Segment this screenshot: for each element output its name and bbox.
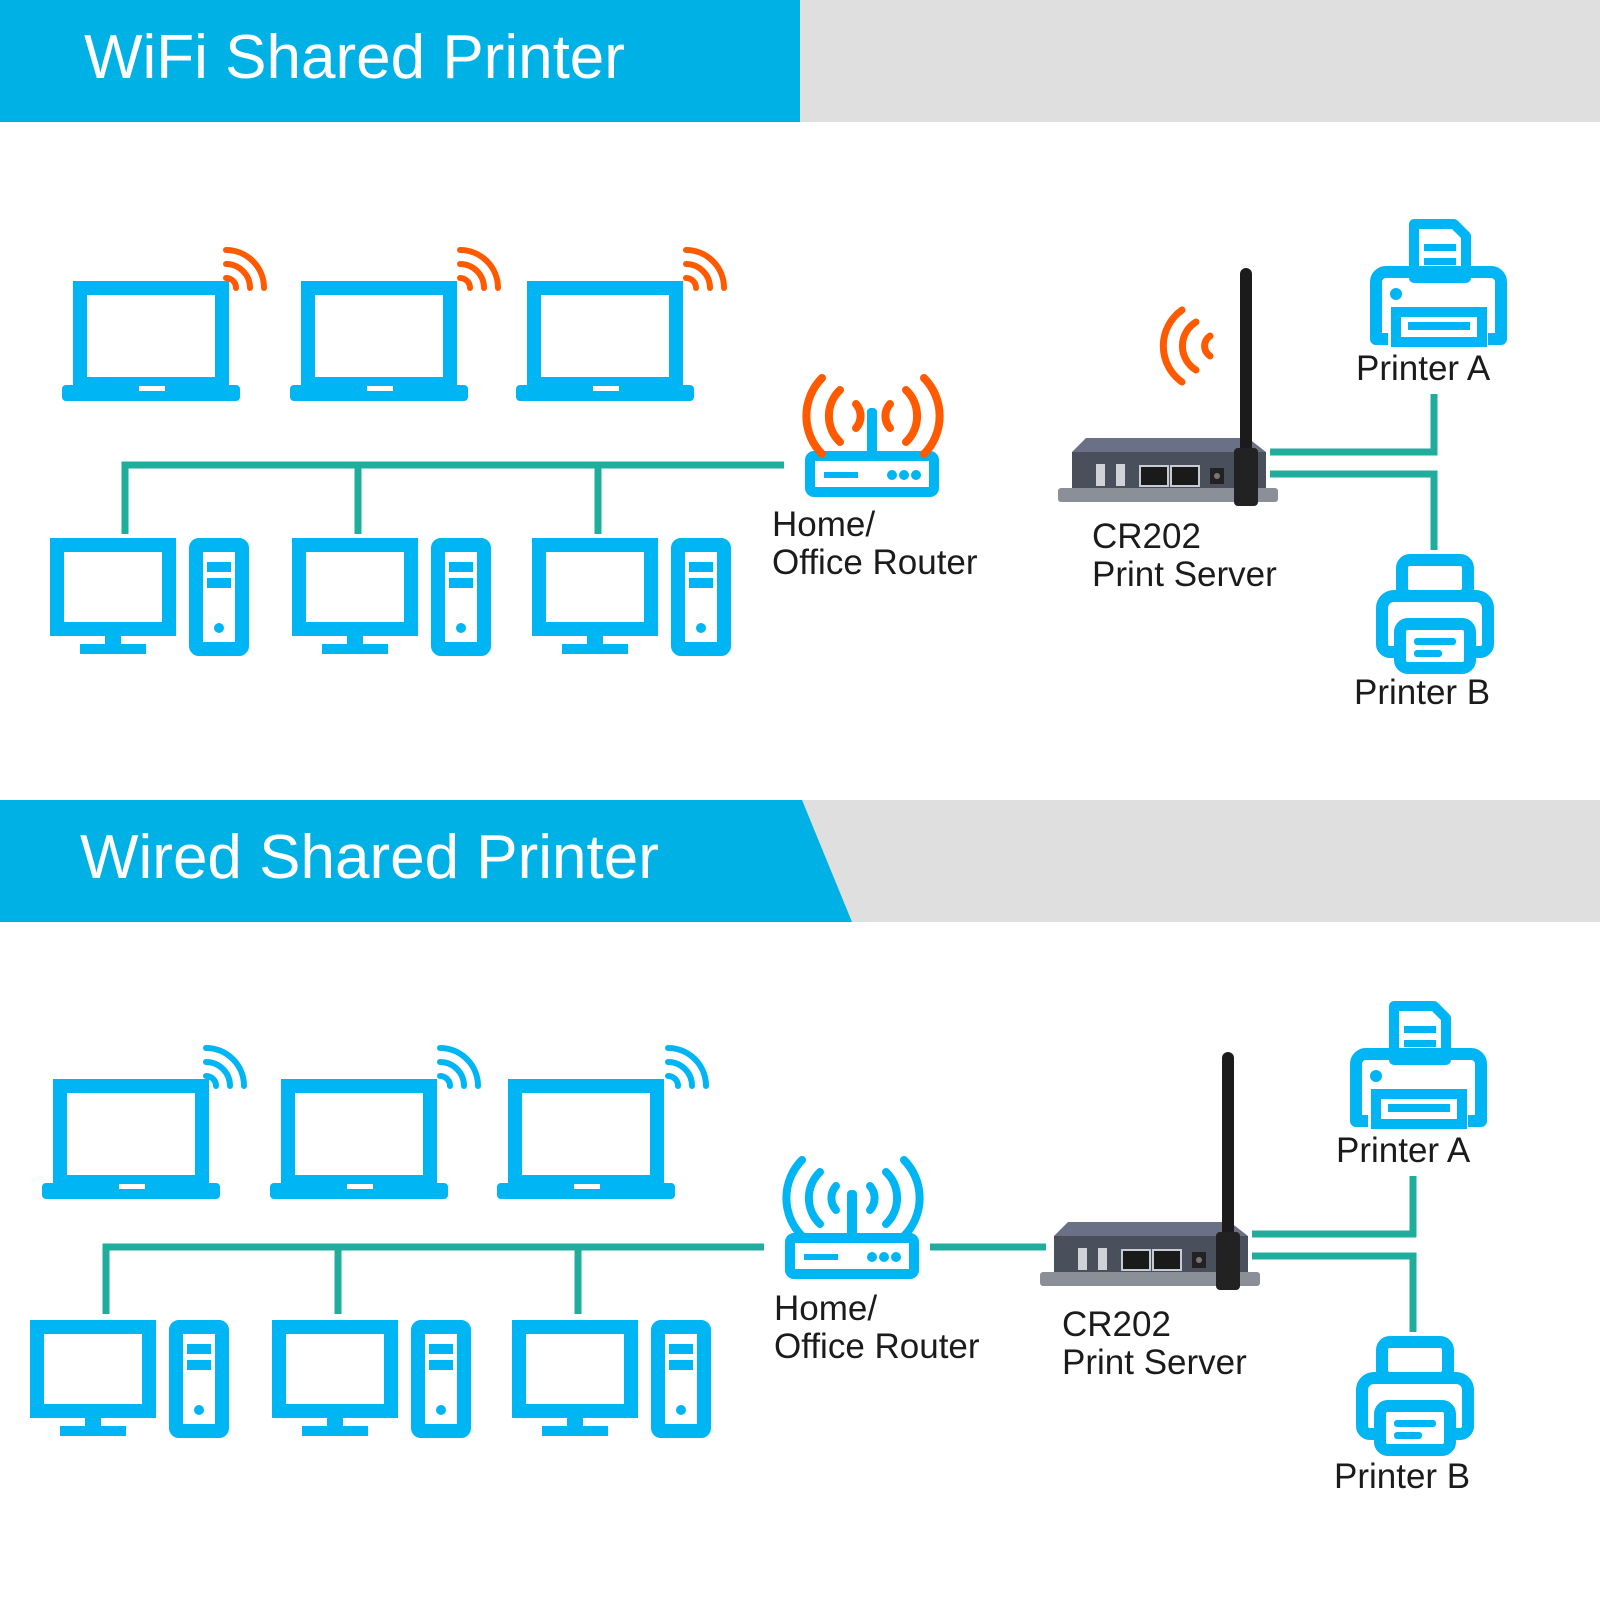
printer-b-label: Printer B (1334, 1457, 1471, 1496)
section-title: WiFi Shared Printer (84, 23, 625, 92)
network-cable (102, 1176, 1417, 1332)
laptop-icon (62, 288, 240, 401)
desktop-computer-icon (57, 545, 242, 654)
wifi-signal-icon (460, 250, 498, 288)
wifi-signal-icon (226, 250, 264, 288)
section-title: Wired Shared Printer (80, 823, 659, 892)
wired-diagram-graphics (0, 922, 1600, 1602)
printer-b-label: Printer B (1354, 673, 1491, 712)
server-signal-icon (1159, 306, 1214, 386)
router-signal-icon (782, 1156, 924, 1240)
printer-a-label: Printer A (1336, 1131, 1471, 1170)
printer-icon (1376, 224, 1501, 342)
laptop-icon (497, 1086, 675, 1199)
section-header-band: WiFi Shared Printer (0, 0, 1600, 122)
print-server-device (1039, 1051, 1261, 1291)
wifi-signal-icon (206, 1048, 244, 1086)
header-tab-shape (0, 800, 852, 922)
wifi-signal-icon (686, 250, 724, 288)
wired-diagram: Home/ Office Router CR202 Print Server P… (0, 922, 1600, 1602)
wifi-signal-icon (440, 1048, 478, 1086)
printer-icon (1356, 1006, 1481, 1124)
wifi-diagram: Home/ Office Router CR202 Print Server P… (0, 122, 1600, 802)
print-server-label: CR202 Print Server (1062, 1305, 1247, 1382)
desktop-computer-icon (37, 1327, 222, 1436)
router-label: Home/ Office Router (772, 505, 978, 582)
desktop-computer-icon (299, 545, 484, 654)
laptop-icon (290, 288, 468, 401)
header-tab-shape (0, 0, 800, 122)
desktop-computer-icon (519, 1327, 704, 1436)
printer-icon (1382, 560, 1488, 668)
wifi-diagram-graphics (0, 122, 1600, 802)
printer-a-label: Printer A (1356, 349, 1491, 388)
desktop-computer-icon (279, 1327, 464, 1436)
section-header-band: Wired Shared Printer (0, 800, 1600, 922)
router-label: Home/ Office Router (774, 1289, 980, 1366)
print-server-label: CR202 Print Server (1092, 517, 1277, 594)
laptop-icon (516, 288, 694, 401)
print-server-device (1057, 267, 1279, 507)
desktop-computer-icon (539, 545, 724, 654)
network-cable (121, 394, 1438, 550)
laptop-icon (42, 1086, 220, 1199)
wifi-signal-icon (668, 1048, 706, 1086)
laptop-icon (270, 1086, 448, 1199)
router-signal-icon (802, 374, 944, 458)
printer-icon (1362, 1342, 1468, 1450)
